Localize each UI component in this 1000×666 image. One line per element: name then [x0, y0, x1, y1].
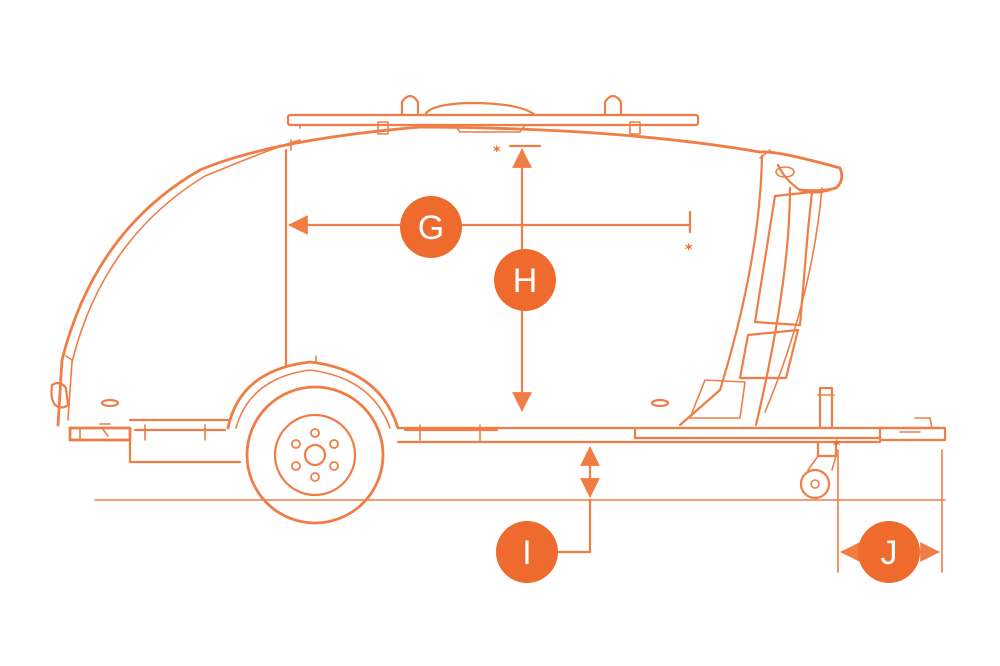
badge-i: I — [496, 521, 558, 583]
badge-h: H — [494, 249, 556, 311]
trailer-body — [56, 125, 762, 427]
trailer-wheel — [245, 385, 385, 525]
lug-nut — [310, 472, 320, 482]
badge-j-label: J — [881, 534, 898, 572]
wheel-fender — [226, 360, 400, 430]
lug-nut — [291, 461, 301, 471]
asterisk-marker-jack: * — [833, 438, 841, 454]
roof-rack — [286, 94, 700, 135]
chassis-frame — [68, 417, 947, 464]
badge-i-label: I — [522, 534, 531, 572]
lug-nut — [291, 439, 301, 449]
badge-g: G — [400, 196, 462, 258]
badge-g-label: G — [418, 209, 444, 247]
lug-nut — [329, 461, 339, 471]
badge-j: J — [858, 521, 920, 583]
lug-nut — [329, 439, 339, 449]
badge-h-label: H — [513, 262, 538, 300]
asterisk-marker-g: * — [685, 242, 693, 258]
lug-nut — [310, 428, 320, 438]
front-nose-cap — [678, 149, 844, 427]
asterisk-marker-top: * — [493, 144, 501, 160]
jack-stand — [799, 386, 838, 500]
